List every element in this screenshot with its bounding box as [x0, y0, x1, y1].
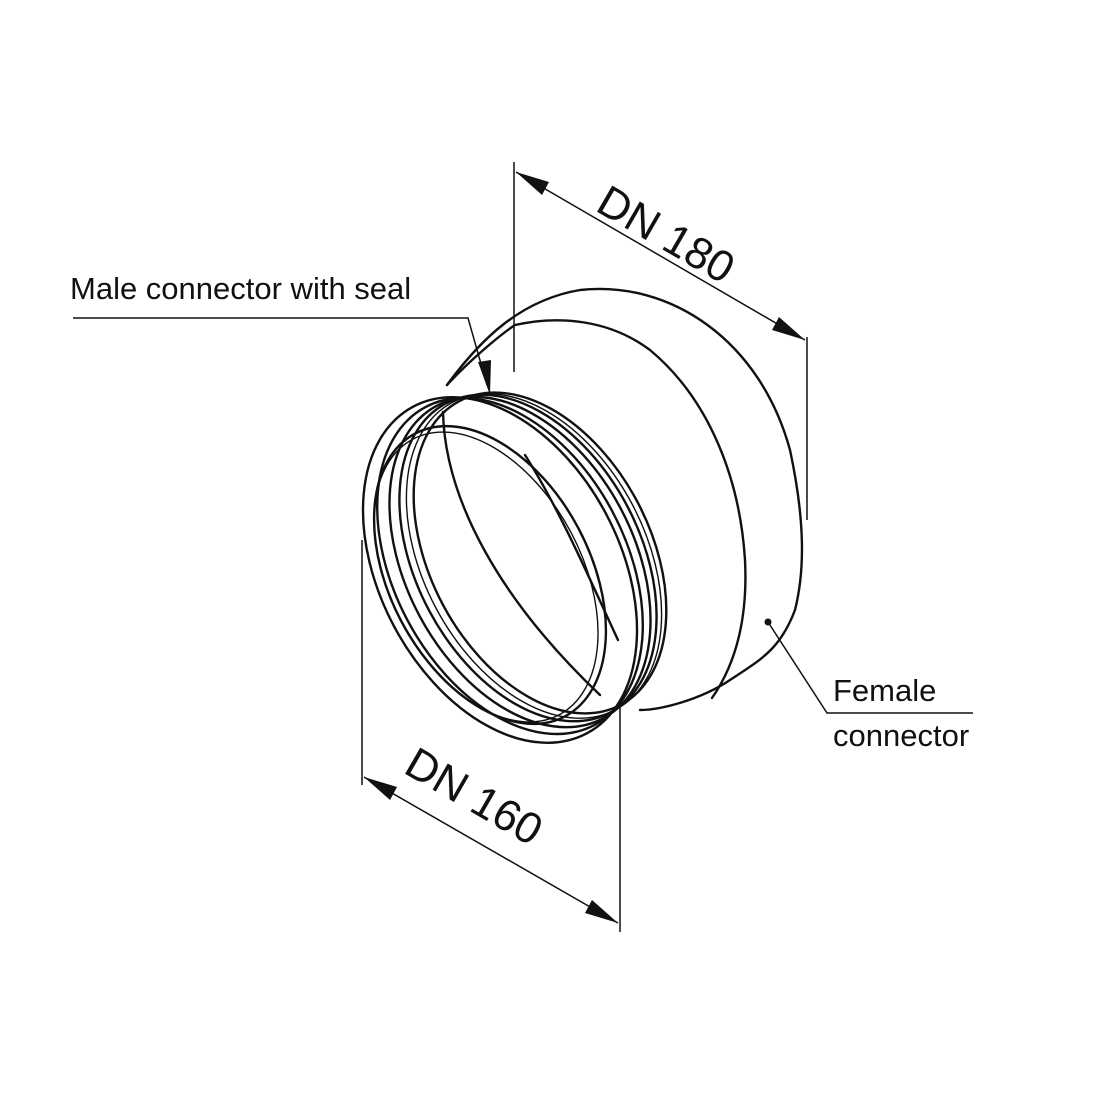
female-connector-body [441, 287, 804, 712]
male-connector-label: Male connector with seal [70, 271, 411, 306]
male-connector-rings [361, 391, 668, 744]
female-connector-label-line1: Female [833, 673, 936, 708]
dn180-label: DN 180 [589, 176, 743, 293]
dimension-dn180: DN 180 [513, 162, 808, 520]
dn160-label: DN 160 [397, 738, 551, 855]
callout-male-connector: Male connector with seal [70, 271, 491, 395]
female-connector-label-line2: connector [833, 718, 969, 753]
callout-female-connector: Female connector [764, 618, 973, 753]
